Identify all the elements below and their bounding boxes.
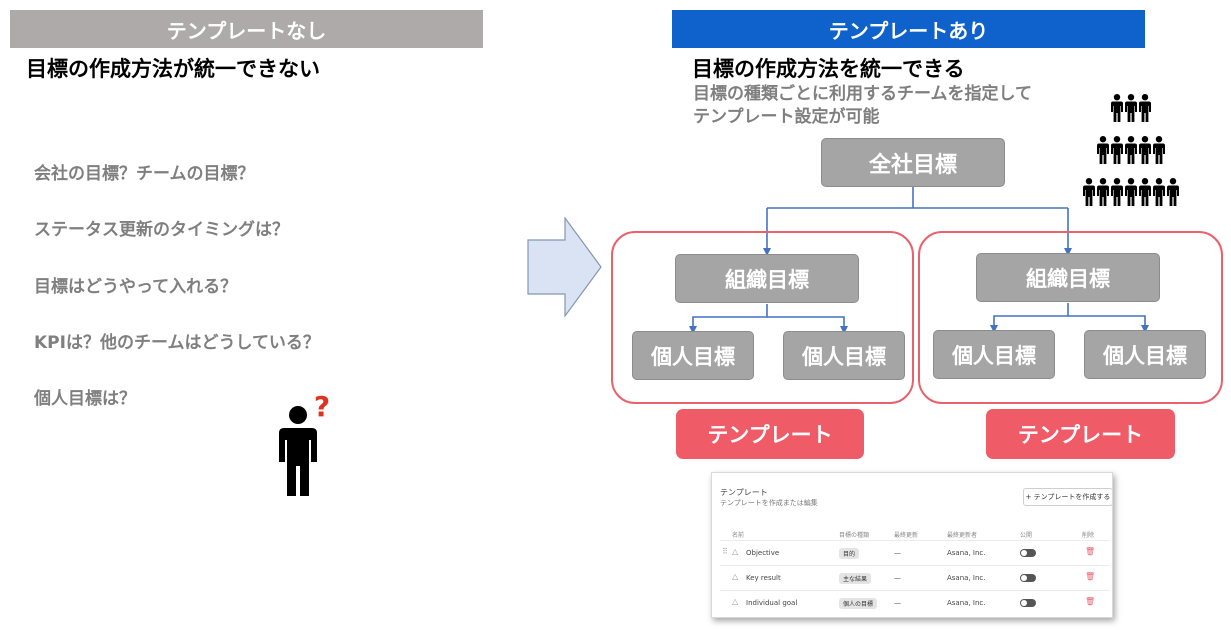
- template-note-line2: テンプレート設定が可能: [693, 107, 880, 127]
- company-goal-box: 全社目標: [821, 138, 1005, 187]
- col-header-updated-by: 最終更新者: [947, 532, 978, 539]
- last-updated-by: Asana, Inc.: [947, 574, 986, 582]
- header-with-template-label: テンプレートあり: [828, 18, 989, 43]
- col-header-delete: 削除: [1082, 532, 1095, 539]
- company-goal-label: 全社目標: [868, 152, 957, 178]
- goal-type-tag: 主な結果: [839, 573, 872, 584]
- personal-goal-label: 個人目標: [651, 344, 735, 369]
- template-button-2[interactable]: テンプレート: [986, 409, 1175, 459]
- personal-goal-label: 個人目標: [802, 344, 886, 369]
- personal-goal-box-4: 個人目標: [1084, 330, 1206, 379]
- last-updated-by: Asana, Inc.: [947, 549, 986, 557]
- goal-triangle-icon: △: [732, 547, 739, 556]
- trash-icon[interactable]: 🗑: [1085, 597, 1096, 606]
- org-goal-label: 組織目標: [1026, 266, 1110, 291]
- question-item: KPIは？他のチームはどうしている？: [34, 333, 320, 353]
- last-updated-by: Asana, Inc.: [947, 599, 986, 607]
- no-template-subtitle: 目標の作成方法が統一できない: [26, 57, 320, 81]
- person-question-icon: ?: [279, 390, 330, 496]
- create-template-button[interactable]: + テンプレートを作成する: [1023, 488, 1112, 506]
- col-header-type: 目標の種類: [839, 532, 870, 539]
- public-toggle[interactable]: [1020, 599, 1036, 607]
- template-group-1: [611, 231, 914, 404]
- drag-handle-icon[interactable]: ⠿: [722, 547, 728, 556]
- screenshot-subtitle: テンプレートを作成または編集: [720, 499, 818, 507]
- personal-goal-box-1: 個人目標: [632, 331, 754, 380]
- template-button-1[interactable]: テンプレート: [676, 409, 864, 459]
- last-updated: —: [894, 574, 901, 582]
- header-no-template: テンプレートなし: [10, 10, 483, 48]
- last-updated: —: [894, 599, 901, 607]
- header-with-template: テンプレートあり: [672, 10, 1145, 48]
- template-settings-screenshot: テンプレート テンプレートを作成または編集 + テンプレートを作成する 名前 目…: [711, 472, 1113, 618]
- screenshot-title: テンプレート: [720, 488, 768, 497]
- template-name: Objective: [746, 549, 780, 557]
- table-row[interactable]: ⠿ △ Objective 目的 — Asana, Inc. 🗑: [720, 540, 1110, 565]
- personal-goal-label: 個人目標: [952, 343, 1036, 368]
- goal-triangle-icon: △: [732, 572, 739, 581]
- with-template-subtitle: 目標の作成方法を統一できる: [692, 57, 965, 81]
- header-no-template-label: テンプレートなし: [166, 18, 327, 43]
- question-item: 目標はどうやって入れる？: [34, 277, 238, 297]
- goal-type-tag: 目的: [839, 548, 860, 559]
- svg-text:?: ?: [314, 390, 330, 423]
- table-row[interactable]: △ Key result 主な結果 — Asana, Inc. 🗑: [720, 565, 1110, 590]
- template-button-label: テンプレート: [1017, 423, 1144, 447]
- template-name: Individual goal: [746, 599, 798, 607]
- table-row[interactable]: △ Individual goal 個人の目標 — Asana, Inc. 🗑: [720, 590, 1110, 615]
- col-header-public: 公開: [1020, 532, 1033, 539]
- trash-icon[interactable]: 🗑: [1085, 547, 1096, 556]
- public-toggle[interactable]: [1020, 549, 1036, 557]
- template-button-label: テンプレート: [707, 423, 833, 447]
- org-goal-label: 組織目標: [725, 267, 809, 292]
- col-header-name: 名前: [732, 532, 745, 539]
- trash-icon[interactable]: 🗑: [1085, 572, 1096, 581]
- template-note-line1: 目標の種類ごとに利用するチームを指定して: [693, 84, 1032, 104]
- goal-triangle-icon: △: [732, 597, 739, 606]
- last-updated: —: [894, 549, 901, 557]
- personal-goal-box-2: 個人目標: [783, 331, 905, 380]
- question-item: ステータス更新のタイミングは？: [34, 220, 289, 240]
- question-item: 個人目標は？: [34, 389, 136, 409]
- template-group-2: [918, 231, 1223, 404]
- template-name: Key result: [746, 574, 781, 582]
- goal-type-tag: 個人の目標: [839, 598, 878, 609]
- personal-goal-label: 個人目標: [1103, 343, 1187, 368]
- org-goal-box-2: 組織目標: [976, 253, 1160, 302]
- public-toggle[interactable]: [1020, 574, 1036, 582]
- col-header-updated: 最終更新: [894, 532, 919, 539]
- question-item: 会社の目標？チームの目標？: [34, 164, 255, 184]
- personal-goal-box-3: 個人目標: [933, 330, 1055, 379]
- right-arrow-icon: [527, 217, 602, 317]
- org-goal-box-1: 組織目標: [675, 254, 859, 303]
